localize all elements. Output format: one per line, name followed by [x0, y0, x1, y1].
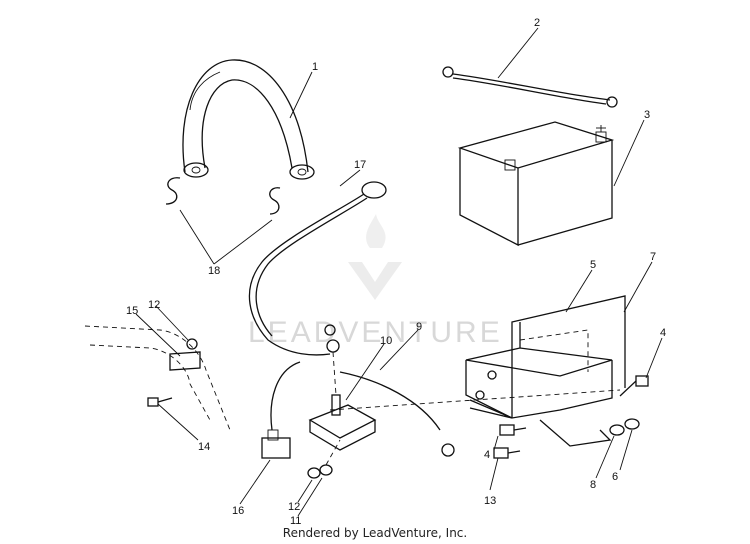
- nut-washer-bottom: [307, 439, 341, 479]
- callout-labels: 1 2 3 4 4 5 6 7 8 9 10 11 12 12 13 14 15…: [126, 17, 666, 527]
- callout-5: 5: [590, 259, 596, 271]
- callout-13: 13: [484, 495, 496, 507]
- battery-cable: [442, 66, 618, 108]
- positive-cable: [248, 181, 387, 356]
- callout-18: 18: [208, 265, 220, 277]
- callout-17: 17: [354, 159, 366, 171]
- callout-4a: 4: [660, 327, 666, 339]
- callout-11: 11: [290, 515, 301, 527]
- callout-15: 15: [126, 305, 138, 317]
- callout-12a: 12: [148, 299, 160, 311]
- frame-bracket: [84, 325, 231, 431]
- callout-14: 14: [198, 441, 210, 453]
- callout-3: 3: [644, 109, 650, 121]
- solenoid-assembly: [261, 324, 455, 459]
- footer-credit: Rendered by LeadVenture, Inc.: [282, 526, 468, 540]
- battery-strap: [182, 59, 315, 180]
- battery: [457, 121, 615, 247]
- leader-lines: [135, 27, 663, 517]
- callout-10: 10: [380, 335, 392, 347]
- battery-tray: [465, 295, 626, 447]
- callout-4b: 4: [484, 449, 490, 461]
- s-hooks: [165, 177, 281, 215]
- watermark-logo: [348, 214, 402, 300]
- callout-2: 2: [534, 17, 540, 29]
- watermark-text: LEADVENTURE: [248, 316, 503, 349]
- callout-12b: 12: [288, 501, 300, 513]
- callout-8: 8: [590, 479, 596, 491]
- callout-6: 6: [612, 471, 618, 483]
- callout-1: 1: [312, 61, 318, 73]
- callout-9: 9: [416, 321, 422, 333]
- callout-16: 16: [232, 505, 244, 517]
- tray-hardware: [329, 375, 649, 459]
- callout-7: 7: [650, 251, 656, 263]
